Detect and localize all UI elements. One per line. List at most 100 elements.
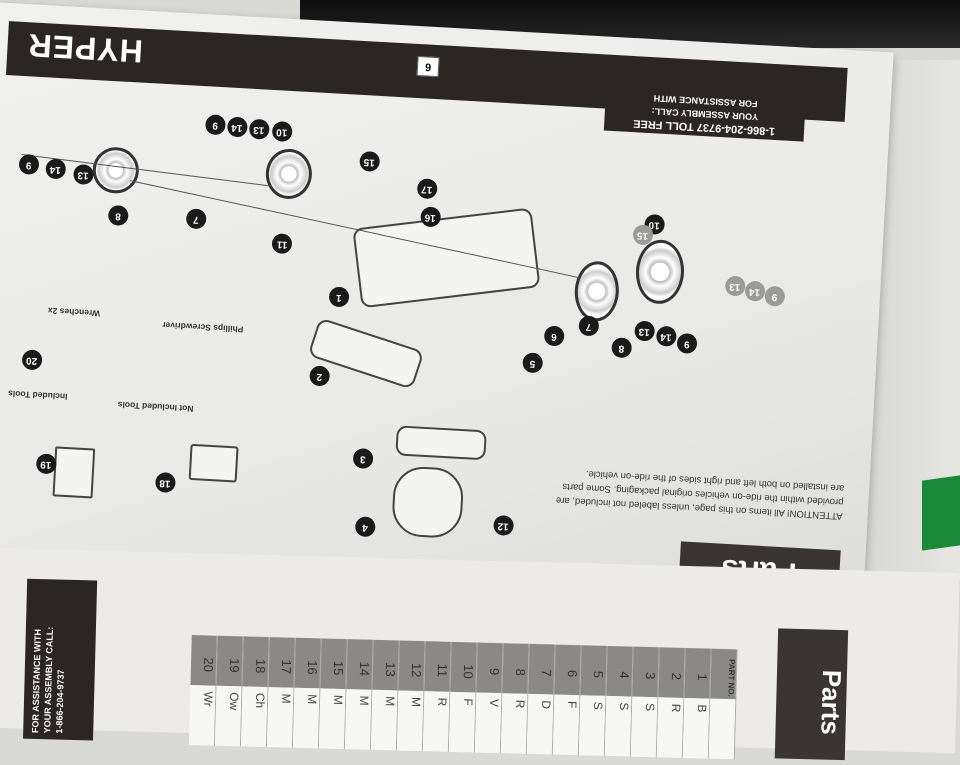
part-name: D — [526, 693, 554, 755]
callout: 9 — [764, 285, 786, 307]
callout: 15 — [359, 150, 381, 172]
callout: 7 — [578, 315, 600, 337]
callout-number: 15 — [637, 229, 649, 242]
callout: 3 — [352, 447, 374, 470]
part-number: 6 — [554, 644, 581, 696]
wheel-part — [573, 260, 621, 323]
included-tools-label: Included Tools — [7, 388, 68, 402]
callout-number: 13 — [638, 325, 651, 338]
part-name: Ch — [240, 686, 268, 748]
part-number: 2 — [658, 647, 685, 698]
callout: 10 — [271, 120, 293, 143]
callout-number: 16 — [424, 211, 437, 224]
part-number: 17 — [268, 637, 295, 688]
callout-number: 13 — [253, 123, 266, 136]
callout-number: 9 — [25, 159, 33, 171]
callout: 14 — [744, 280, 766, 302]
part-name: Wr — [188, 685, 216, 746]
callout-number: 9 — [212, 119, 219, 131]
callout-number: 17 — [421, 183, 434, 196]
callout-number: 7 — [585, 320, 592, 333]
callout: 13 — [634, 320, 656, 342]
part-number: 16 — [294, 637, 321, 689]
callout-number: 8 — [618, 342, 625, 354]
callout: 4 — [354, 516, 376, 538]
wheel-part — [634, 238, 686, 306]
part-name: R — [656, 697, 684, 758]
callout: 14 — [45, 158, 67, 180]
callout: 18 — [154, 472, 176, 494]
part-name: M — [396, 690, 424, 752]
callout-number: 14 — [49, 163, 62, 176]
callout: 13 — [724, 275, 746, 297]
callout: 8 — [107, 204, 129, 227]
part-number: 7 — [528, 643, 555, 695]
part-number: 18 — [242, 636, 269, 688]
vehicle-body-part — [352, 207, 541, 309]
callout-number: 4 — [362, 521, 369, 533]
brand-logo: HYPER — [26, 27, 144, 70]
callout: 9 — [204, 114, 227, 136]
part-number: 4 — [606, 645, 633, 697]
part-name: B — [682, 697, 710, 759]
callout: 5 — [522, 352, 544, 374]
callout-number: 14 — [749, 285, 761, 298]
table-header-col: PART NO. — [708, 648, 738, 760]
callout-number: 9 — [771, 291, 778, 303]
part-number: 5 — [580, 645, 607, 696]
callout-number: 10 — [276, 126, 289, 138]
part-number: 20 — [190, 635, 217, 686]
not-included-tools-label: Not Included Tools — [117, 399, 194, 414]
part-number: 13 — [372, 639, 399, 691]
phone-line: 1-866-204-9737 — [54, 669, 66, 734]
part-number: 10 — [450, 641, 477, 693]
part-name: S — [578, 695, 606, 756]
green-object — [922, 475, 960, 551]
callout-number: 13 — [77, 169, 90, 181]
callout: 9 — [676, 332, 698, 354]
callout-number: 6 — [551, 330, 558, 343]
callout-number: 12 — [497, 520, 510, 532]
callout-number: 14 — [231, 121, 244, 134]
callout-number: 7 — [193, 213, 200, 225]
part-name: M — [370, 689, 398, 751]
callout-number: 14 — [660, 330, 673, 343]
charger-part — [188, 443, 239, 483]
screwdriver-label: Phillips Screwdriver — [161, 320, 244, 335]
assistance-box: FOR ASSISTANCE WITH YOUR ASSEMBLY CALL: … — [23, 578, 98, 741]
part-name: M — [266, 687, 294, 748]
manual-page-parts-list: FOR ASSISTANCE WITH YOUR ASSEMBLY CALL: … — [0, 548, 960, 761]
callout-number: 5 — [529, 357, 536, 370]
callout-number: 15 — [363, 156, 376, 168]
attention-text: ATTENTION! All items on this page, unles… — [555, 468, 845, 522]
callout: 14 — [226, 116, 248, 138]
callout-number: 2 — [316, 370, 323, 383]
part-number: 11 — [424, 641, 451, 692]
owners-manual-part — [52, 446, 96, 499]
callout: 9 — [18, 153, 40, 175]
part-number: 12 — [398, 640, 425, 692]
callout: 8 — [611, 337, 633, 359]
part-name: S — [630, 696, 658, 758]
part-number: 9 — [476, 642, 503, 694]
part-number: 8 — [502, 643, 529, 694]
part-name: M — [292, 687, 320, 749]
part-name: F — [552, 694, 580, 756]
callout-number: 11 — [276, 238, 288, 250]
callout: 11 — [271, 233, 293, 255]
